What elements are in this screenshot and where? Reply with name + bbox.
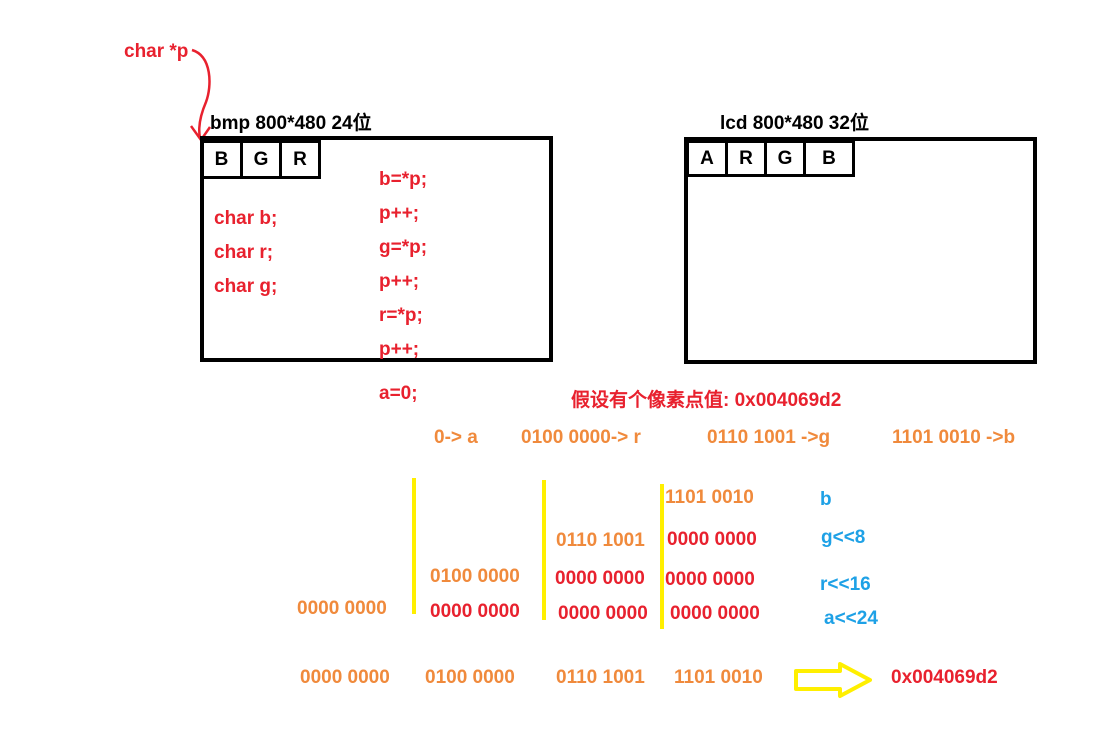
a-row-label: a<<24 [824, 608, 878, 629]
code-line: p++; [379, 271, 420, 292]
b-row-value: 1101 0010 [665, 487, 754, 508]
result-byte: 0100 0000 [425, 667, 515, 688]
separator-line [542, 480, 546, 620]
bmp-cell-r: R [279, 140, 321, 179]
bmp-title: bmp 800*480 24位 [210, 113, 372, 134]
a-row-zero: 0000 0000 [558, 603, 648, 624]
a-row-zero: 0000 0000 [670, 603, 760, 624]
r-row-label: r<<16 [820, 574, 871, 595]
code-line: p++; [379, 339, 420, 360]
a-row-high: 0000 0000 [297, 598, 387, 619]
result-byte: 0110 1001 [556, 667, 645, 688]
decl-r: char r; [214, 242, 274, 263]
result-byte: 0000 0000 [300, 667, 390, 688]
separator-line [412, 478, 416, 614]
bmp-cell-g: G [240, 140, 282, 179]
result-hex: 0x004069d2 [891, 667, 998, 688]
assumption-text: 假设有个像素点值: 0x004069d2 [571, 390, 842, 411]
decl-g: char g; [214, 276, 278, 297]
byte-a: 0-> a [434, 427, 478, 448]
r-row-zero: 0000 0000 [665, 569, 755, 590]
lcd-title: lcd 800*480 32位 [720, 113, 869, 134]
code-line: g=*p; [379, 237, 428, 258]
r-row-high: 0100 0000 [430, 566, 520, 587]
byte-r: 0100 0000-> r [521, 427, 641, 448]
g-row-zero: 0000 0000 [667, 529, 757, 550]
b-row-label: b [820, 489, 832, 510]
byte-g: 0110 1001 ->g [707, 427, 831, 448]
code-line: b=*p; [379, 169, 428, 190]
code-line: a=0; [379, 383, 418, 404]
code-line: r=*p; [379, 305, 423, 326]
result-byte: 1101 0010 [674, 667, 763, 688]
a-row-zero: 0000 0000 [430, 601, 520, 622]
lcd-cell-r: R [725, 140, 767, 177]
g-row-high: 0110 1001 [556, 530, 645, 551]
lcd-cell-b: B [803, 140, 855, 177]
code-line: p++; [379, 203, 420, 224]
lcd-cell-g: G [764, 140, 806, 177]
lcd-cell-a: A [686, 140, 728, 177]
byte-b: 1101 0010 ->b [892, 427, 1016, 448]
result-arrow-icon [794, 662, 872, 698]
g-row-label: g<<8 [821, 527, 866, 548]
pointer-arrow-icon [191, 48, 211, 139]
bmp-box [200, 136, 553, 362]
lcd-box [684, 137, 1037, 364]
decl-b: char b; [214, 208, 278, 229]
pointer-label: char *p [124, 41, 189, 62]
r-row-zero: 0000 0000 [555, 568, 645, 589]
separator-line [660, 484, 664, 629]
bmp-cell-b: B [200, 140, 243, 179]
